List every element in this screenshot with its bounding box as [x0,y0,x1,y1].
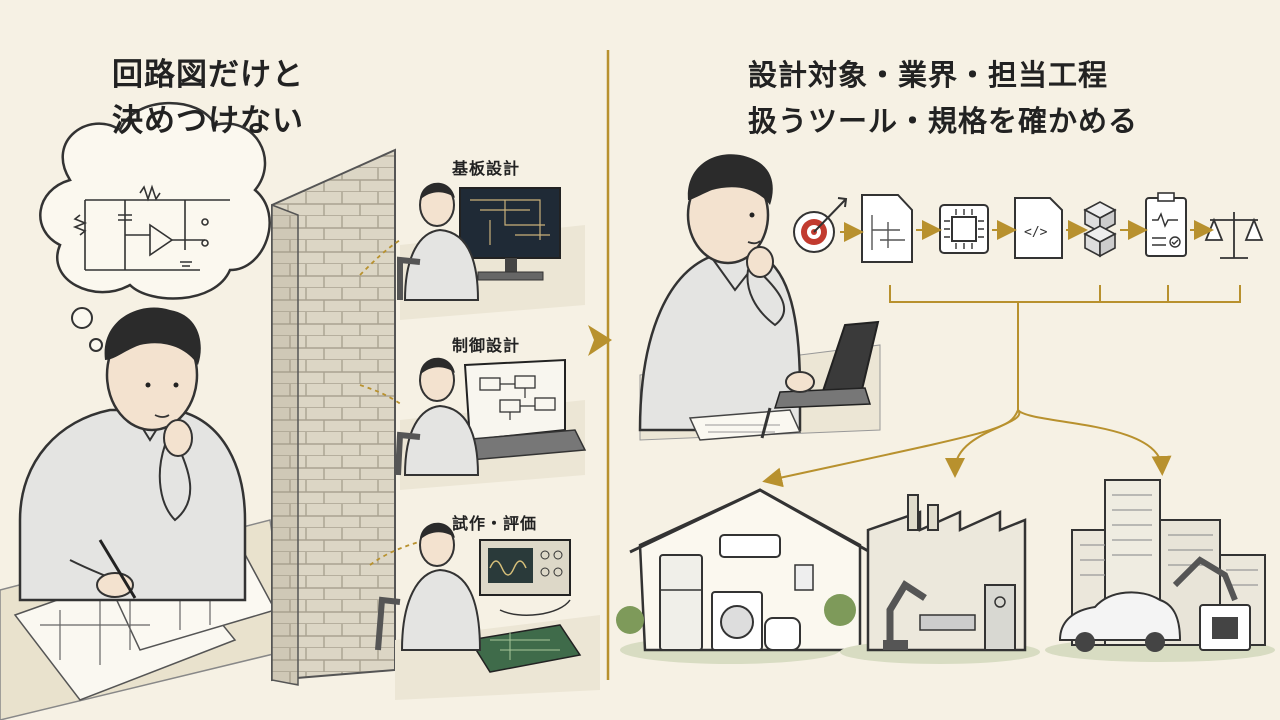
right-title-line1: 設計対象・業界・担当工程 [748,58,1109,92]
panel-label-control: 制御設計 [452,336,521,355]
city-vehicle [1045,479,1275,662]
left-title-line1: 回路図だけと [112,57,304,93]
clipboard-check-icon [1145,192,1187,257]
house-appliances [616,488,871,664]
panel-control-design [395,357,587,490]
panel-pcb-design [397,182,585,320]
schematic-icon [72,184,230,271]
left-title: 回路図だけと 決めつけない [112,52,304,144]
svg-text:</>: </> [1024,225,1048,240]
blocks-icon [1083,201,1117,258]
right-title: 設計対象・業界・担当工程 扱うツール・規格を確かめる [748,52,1138,144]
right-title-line2: 扱うツール・規格を確かめる [748,104,1139,138]
panel-label-pcb: 基板設計 [452,159,521,178]
scale-icon [1204,212,1264,259]
chip-icon [939,204,989,254]
engineer-researching [638,154,881,441]
engineer-thinking [18,307,247,602]
panel-label-prototype: 試作・評価 [452,514,538,533]
panel-prototype-evaluation [375,522,600,700]
left-title-line2: 決めつけない [112,103,304,139]
factory-robot-arm [840,494,1040,664]
divider-arrow-icon [588,325,612,356]
brick-wall [271,148,396,686]
code-file-icon: </> [1014,197,1063,259]
schematic-doc-icon [861,194,913,263]
notebook [688,407,802,441]
chain-arrows [840,220,1214,242]
branch-connector [762,285,1241,488]
target-icon [793,197,848,253]
thought-bubble [39,101,271,352]
